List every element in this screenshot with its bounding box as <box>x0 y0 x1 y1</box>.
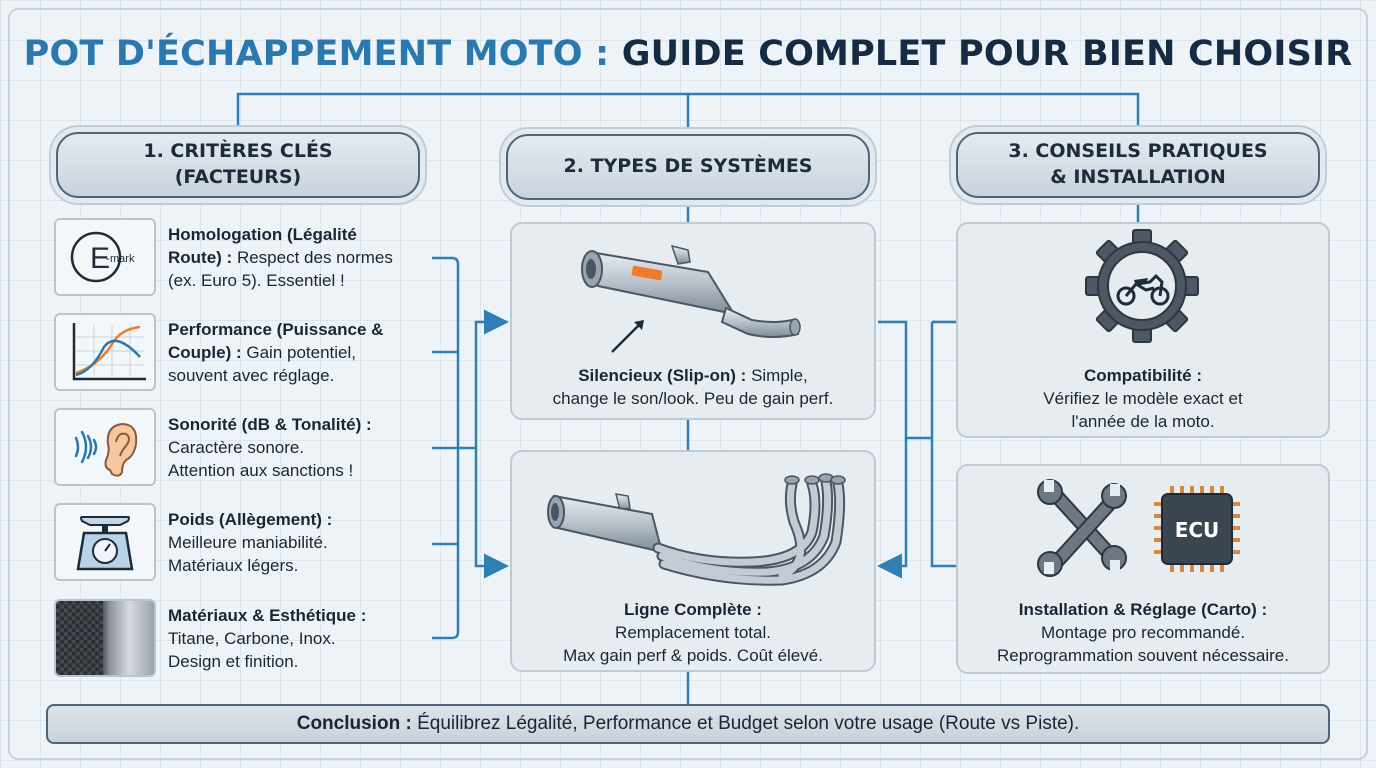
page-frame <box>8 8 1368 760</box>
criterion-title: Performance (Puissance & <box>168 319 384 339</box>
system-desc-line: Max gain perf & poids. Coût élevé. <box>563 646 823 665</box>
criterion-title: Poids (Allègement) : <box>168 509 333 529</box>
criterion-sonorite: Sonorité (dB & Tonalité) : Caractère son… <box>54 408 454 486</box>
title-part-1: POT D'ÉCHAPPEMENT MOTO : <box>23 34 610 74</box>
svg-text:-: - <box>106 253 110 265</box>
e-mark-subtext: mark <box>110 253 135 265</box>
tip-card-compatibilite: Compatibilité : Vérifiez le modèle exact… <box>956 222 1330 438</box>
criterion-desc-line: Matériaux légers. <box>168 555 299 575</box>
system-card-full-line: Ligne Complète : Remplacement total. Max… <box>510 450 876 672</box>
slip-on-silencer-icon <box>581 244 801 353</box>
system-title: Ligne Complète : <box>624 600 762 619</box>
criterion-title: Matériaux & Esthétique : <box>168 605 367 625</box>
column-header-line: 3. CONSEILS PRATIQUES <box>1008 140 1268 163</box>
column-header-line: & INSTALLATION <box>1050 166 1226 188</box>
tip-card-installation: ECU Installation & Réglage (Carto) : Mon… <box>956 464 1330 674</box>
criterion-desc: Meilleure maniabilité. <box>168 532 328 552</box>
criterion-desc-line: souvent avec réglage. <box>168 365 335 385</box>
criterion-desc: Respect des normes <box>232 247 393 267</box>
conclusion-text: Équilibrez Légalité, Performance et Budg… <box>411 713 1080 734</box>
ear-sound-icon <box>54 408 156 486</box>
column-header-criteria: 1. CRITÈRES CLÉS (FACTEURS) <box>56 132 420 198</box>
criterion-title-cont: Route) : <box>168 247 233 267</box>
system-desc: Remplacement total. <box>615 623 771 642</box>
column-header-line: (FACTEURS) <box>174 166 302 188</box>
criterion-desc: Titane, Carbone, Inox. <box>168 628 336 648</box>
wrenches-ecu-icon: ECU <box>1037 479 1240 577</box>
tip-desc-line: l'année de la moto. <box>1071 412 1215 431</box>
column-header-line: 2. TYPES DE SYSTÈMES <box>563 155 813 178</box>
criterion-homologation: E mark - Homologation (Légalité Route) :… <box>54 218 454 296</box>
column-header-tips: 3. CONSEILS PRATIQUES & INSTALLATION <box>956 132 1320 198</box>
tip-desc: Vérifiez le modèle exact et <box>1043 389 1243 408</box>
e-mark-letter: E <box>90 242 110 275</box>
tip-title: Installation & Réglage (Carto) : <box>1018 600 1268 619</box>
title-part-2: GUIDE COMPLET POUR BIEN CHOISIR <box>621 34 1353 74</box>
system-card-slip-on: Silencieux (Slip-on) : Simple, change le… <box>510 222 876 420</box>
criterion-desc-line: (ex. Euro 5). Essentiel ! <box>168 270 345 290</box>
tip-title: Compatibilité : <box>1083 366 1203 385</box>
tip-desc-line: Reprogrammation souvent nécessaire. <box>997 646 1289 665</box>
criterion-desc: Caractère sonore. <box>168 437 305 457</box>
page-title: POT D'ÉCHAPPEMENT MOTO : GUIDE COMPLET P… <box>0 34 1376 74</box>
carbon-steel-material-icon <box>54 599 156 677</box>
criterion-materiaux: Matériaux & Esthétique : Titane, Carbone… <box>54 599 454 677</box>
gear-motorcycle-icon <box>1085 229 1199 343</box>
system-title: Silencieux (Slip-on) : <box>578 366 747 385</box>
criterion-desc-line: Attention aux sanctions ! <box>168 460 354 480</box>
criterion-title: Sonorité (dB & Tonalité) : <box>168 414 372 434</box>
criterion-title-cont: Couple) : <box>168 342 242 362</box>
criterion-desc: Gain potentiel, <box>241 342 357 362</box>
column-header-systems: 2. TYPES DE SYSTÈMES <box>506 134 870 200</box>
full-exhaust-system-icon <box>547 473 846 586</box>
system-desc-line: change le son/look. Peu de gain perf. <box>552 389 834 408</box>
conclusion-bar: Conclusion : Équilibrez Légalité, Perfor… <box>46 704 1330 744</box>
ecu-chip-label: ECU <box>1175 518 1220 542</box>
tip-desc: Montage pro recommandé. <box>1040 623 1246 642</box>
criterion-performance: Performance (Puissance & Couple) : Gain … <box>54 313 454 391</box>
criterion-title: Homologation (Légalité <box>168 224 357 244</box>
criterion-poids: Poids (Allègement) : Meilleure maniabili… <box>54 503 454 581</box>
weighing-scale-icon <box>54 503 156 581</box>
criterion-desc-line: Design et finition. <box>168 651 299 671</box>
column-header-line: 1. CRITÈRES CLÉS <box>143 140 333 163</box>
e-mark-icon: E mark - <box>54 218 156 296</box>
power-curve-chart-icon <box>54 313 156 391</box>
system-desc: Simple, <box>746 366 808 385</box>
conclusion-label: Conclusion : <box>296 713 412 734</box>
